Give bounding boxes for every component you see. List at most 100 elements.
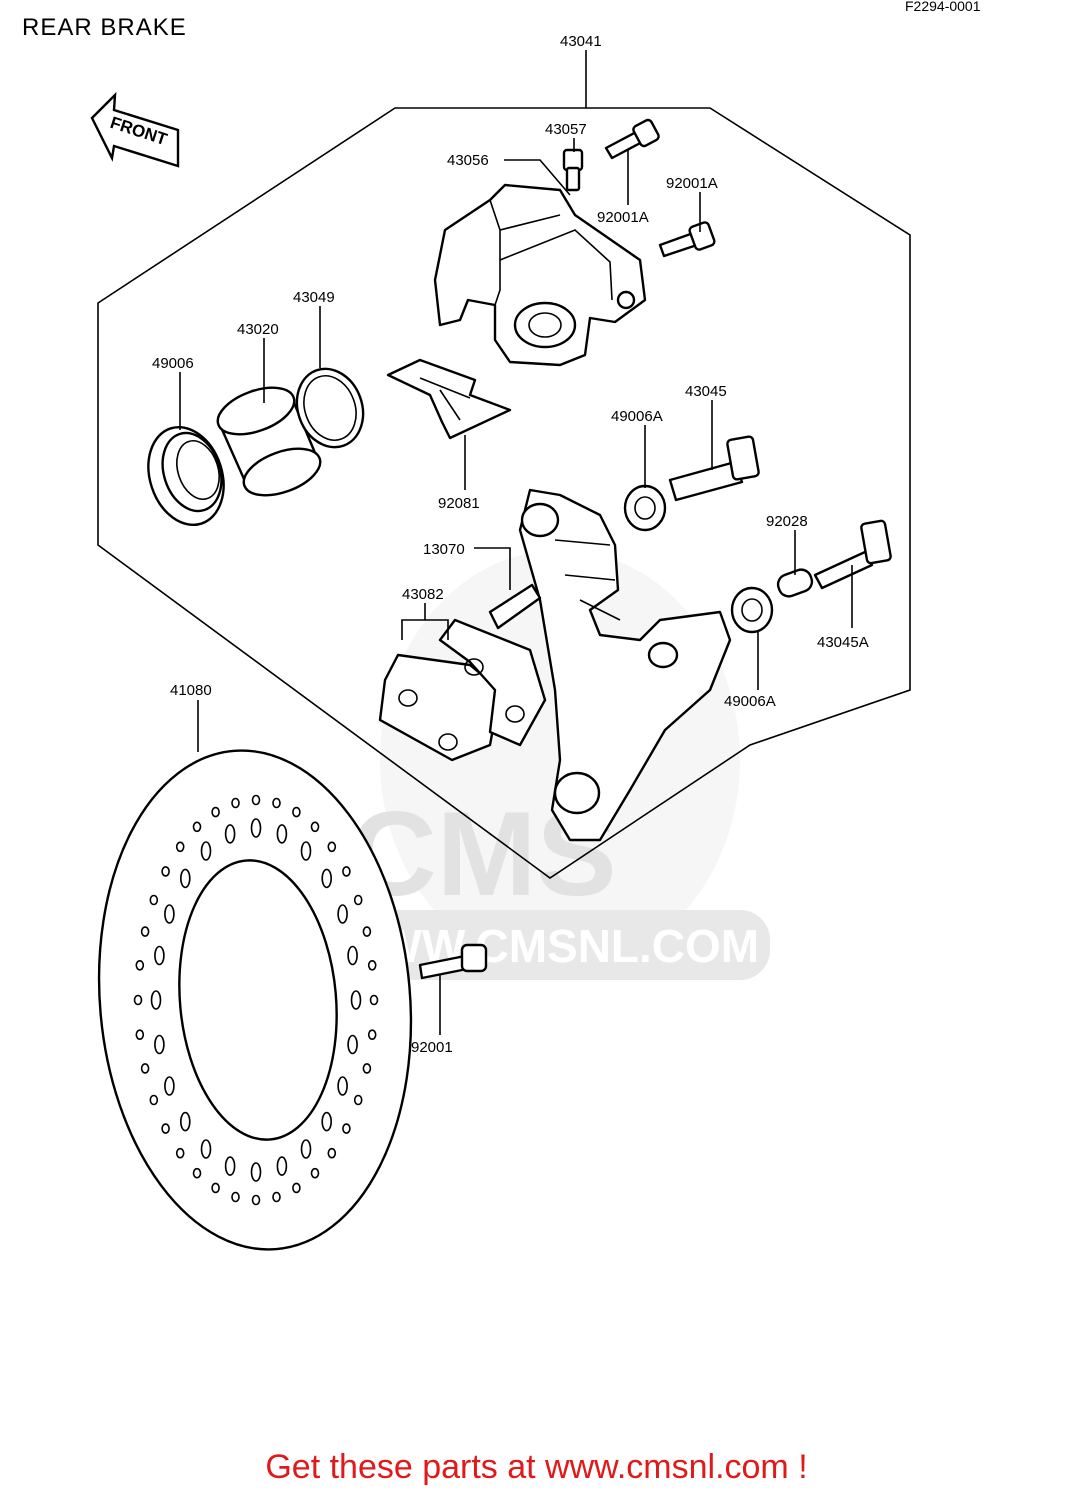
- disc-hole: [347, 945, 358, 966]
- callout-49006: 49006: [152, 355, 194, 372]
- pad-shim: [488, 583, 542, 630]
- disc-hole: [272, 797, 281, 809]
- slide-pin-upper: [668, 435, 760, 502]
- callout-92001a-top: 92001A: [666, 175, 718, 192]
- disc-hole: [337, 1076, 348, 1096]
- callout-13070: 13070: [423, 541, 465, 558]
- callout-92081: 92081: [438, 495, 480, 512]
- disc-hole: [154, 945, 165, 966]
- disc-hole: [321, 1111, 333, 1132]
- disc-hole: [300, 841, 312, 861]
- disc-hole: [164, 1076, 175, 1096]
- disc-hole: [362, 926, 372, 937]
- disc-hole: [175, 1147, 185, 1159]
- disc-hole: [231, 797, 240, 809]
- disc-hole: [327, 841, 337, 853]
- disc-hole: [353, 894, 363, 906]
- disc-hole: [211, 1182, 220, 1194]
- callout-41080: 41080: [170, 682, 212, 699]
- piston-seal: [147, 425, 225, 527]
- disc-hole: [369, 994, 379, 1006]
- caliper-bolt-lower: [658, 221, 716, 258]
- disc-hole: [211, 806, 220, 818]
- disc-hole: [272, 1191, 281, 1203]
- disc-hole: [251, 794, 261, 806]
- disc-hole: [231, 1191, 240, 1203]
- callout-92001a-mid: 92001A: [597, 209, 649, 226]
- leader-lines: [179, 50, 853, 1035]
- slide-pin-lower: [813, 519, 892, 590]
- disc-hole: [310, 821, 320, 833]
- disc-hole: [154, 1034, 165, 1055]
- caliper-bolt-upper: [604, 118, 660, 160]
- o-ring: [295, 367, 365, 449]
- disc-hole: [276, 1156, 288, 1176]
- sleeve: [776, 568, 814, 598]
- disc-hole: [161, 866, 170, 877]
- disc-hole: [133, 994, 143, 1006]
- disc-hole: [164, 904, 175, 924]
- disc-hole: [292, 1182, 301, 1194]
- disc-hole: [327, 1147, 337, 1159]
- disc-hole: [192, 1167, 202, 1179]
- disc-hole: [250, 1162, 262, 1182]
- callout-43020: 43020: [237, 321, 279, 338]
- callout-49006a-bot: 49006A: [724, 693, 776, 710]
- callout-43049: 43049: [293, 289, 335, 306]
- disc-hole: [149, 1094, 159, 1106]
- dust-boot-lower: [730, 586, 774, 634]
- disc-hole: [342, 1123, 351, 1134]
- disc-hole: [353, 1094, 363, 1106]
- disc-hole: [342, 866, 351, 877]
- disc-hole: [367, 959, 377, 971]
- disc-hole: [224, 824, 236, 844]
- callout-43082: 43082: [402, 586, 444, 603]
- callout-43041: 43041: [560, 33, 602, 50]
- footer-link[interactable]: Get these parts at www.cmsnl.com !: [265, 1448, 808, 1486]
- callout-92028: 92028: [766, 513, 808, 530]
- disc-hole: [350, 990, 362, 1010]
- pad-spring: [386, 358, 512, 440]
- disc-hole: [150, 990, 162, 1010]
- disc-hole: [367, 1029, 377, 1040]
- brake-pads: [378, 618, 547, 762]
- disc-hole: [310, 1167, 320, 1179]
- dust-boot-upper: [623, 484, 667, 532]
- disc-hole: [362, 1063, 372, 1074]
- disc-hole: [200, 1139, 212, 1159]
- disc-hole: [175, 841, 185, 853]
- disc-hole: [135, 1029, 145, 1040]
- page-title: REAR BRAKE: [22, 14, 187, 41]
- callout-43057: 43057: [545, 121, 587, 138]
- disc-bolt: [418, 943, 488, 980]
- disc-hole: [347, 1034, 358, 1055]
- callout-labels: 43041 43057 43056 92001A 92001A 43049 43…: [152, 33, 869, 1056]
- disc-hole: [135, 959, 145, 971]
- disc-hole: [161, 1123, 170, 1134]
- disc-hole: [149, 894, 159, 906]
- callout-49006a-top: 49006A: [611, 408, 663, 425]
- assembly-boundary: [97, 107, 911, 879]
- disc-hole: [292, 806, 301, 818]
- disc-hole: [337, 904, 348, 924]
- disc-hole: [251, 1194, 261, 1206]
- disc-hole: [140, 1063, 150, 1074]
- callout-43045a: 43045A: [817, 634, 869, 651]
- disc-hole: [180, 1111, 191, 1132]
- disc-hole: [300, 1139, 312, 1159]
- disc-hole: [180, 868, 191, 889]
- disc-hole: [250, 818, 262, 838]
- bleeder-valve: [562, 148, 584, 192]
- figure-code: F2294-0001: [905, 0, 981, 14]
- callout-43056: 43056: [447, 152, 489, 169]
- disc-hole: [276, 824, 288, 844]
- disc-hole: [224, 1156, 236, 1176]
- caliper-body: [433, 183, 647, 367]
- disc-hole: [321, 868, 333, 889]
- callout-92001: 92001: [411, 1039, 453, 1056]
- front-arrow: FRONT: [90, 91, 180, 168]
- disc-hole: [200, 841, 212, 861]
- caliper-piston: [216, 386, 322, 497]
- brake-disc: [97, 749, 413, 1251]
